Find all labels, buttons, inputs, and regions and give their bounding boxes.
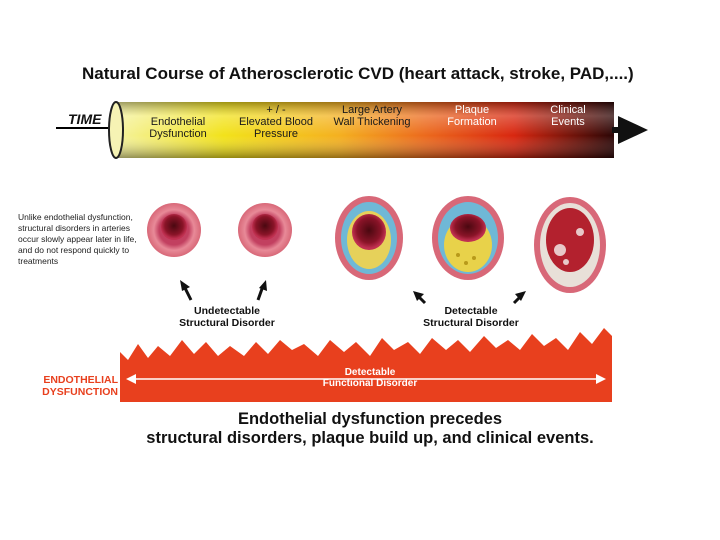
artery-plaque-formation: [432, 196, 504, 280]
side-label-line: DYSFUNCTION: [42, 386, 118, 398]
stage-label-line: Events: [551, 116, 585, 128]
timeline-tube: [108, 101, 648, 159]
stage-clinical-events: Clinical Events: [522, 104, 614, 128]
time-label: TIME: [68, 111, 102, 127]
artery-clinical-event: [534, 197, 606, 293]
stage-label-line: Clinical: [550, 104, 586, 116]
stage-label-line: Elevated Blood: [239, 116, 313, 128]
artery-healthy-2: [238, 203, 292, 257]
arrow-label-line: Detectable: [444, 305, 498, 317]
time-axis-line: [56, 127, 116, 129]
band-label-line: Functional Disorder: [322, 378, 418, 389]
structural-disorder-note: Unlike endothelial dysfunction, structur…: [18, 212, 137, 266]
stage-label-line: Endothelial: [150, 116, 206, 128]
conclusion-text: Endothelial dysfunction precedes structu…: [120, 410, 620, 448]
stage-label-line: + / -: [266, 104, 286, 116]
stage-label-line: Plaque: [454, 104, 490, 116]
arrows: [180, 280, 526, 305]
arrow-label-line: Structural Disorder: [179, 317, 275, 329]
conclusion-line: Endothelial dysfunction precedes: [237, 410, 503, 428]
side-label-line: ENDOTHELIAL: [43, 374, 118, 386]
artery-wall-thickening: [335, 196, 403, 280]
detectable-structural-disorder-label: Detectable Structural Disorder: [412, 305, 530, 329]
arrow-label-line: Undetectable: [194, 305, 260, 317]
stage-large-artery-wall-thickening: Large Artery Wall Thickening: [326, 104, 418, 128]
stage-endothelial-dysfunction: Endothelial Dysfunction: [132, 104, 224, 140]
stage-label-line: Pressure: [253, 128, 299, 140]
stage-plaque-formation: Plaque Formation: [426, 104, 518, 128]
band-label-line: Detectable: [344, 367, 396, 378]
endothelial-dysfunction-side-label: ENDOTHELIAL DYSFUNCTION: [34, 374, 118, 398]
stage-label-line: Wall Thickening: [333, 116, 411, 128]
conclusion-line: structural disorders, plaque build up, a…: [146, 429, 594, 447]
stage-label-line: Formation: [447, 116, 497, 128]
artery-healthy-1: [147, 203, 201, 257]
stage-label-line: Large Artery: [342, 104, 402, 116]
arrow-label-line: Structural Disorder: [423, 317, 519, 329]
stage-elevated-blood-pressure: + / - Elevated Blood Pressure: [230, 104, 322, 140]
diagram-title: Natural Course of Atherosclerotic CVD (h…: [82, 64, 634, 83]
detectable-functional-disorder-label: Detectable Functional Disorder: [300, 367, 440, 389]
undetectable-structural-disorder-label: Undetectable Structural Disorder: [168, 305, 286, 329]
stage-label-line: Dysfunction: [149, 128, 207, 140]
